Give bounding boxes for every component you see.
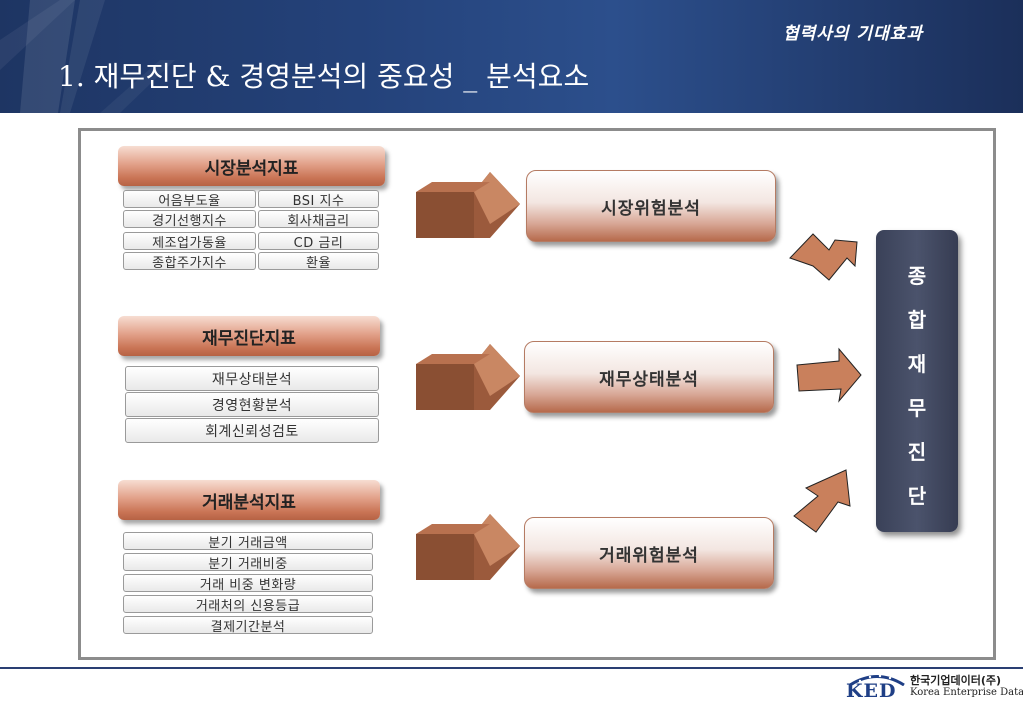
comprehensive-financial-diagnosis-box: 종 합 재 무 진 단 [876,230,958,532]
diagonal-down-arrow-icon [789,233,858,281]
market-risk-analysis-box: 시장위험분석 [526,170,776,242]
indicator-cell: 종합주가지수 [123,252,256,271]
indicator-cell: 제조업가동율 [123,232,256,251]
indicator-cell: 분기 거래비중 [123,553,373,572]
indicator-cell: CD 금리 [258,232,379,251]
final-box-char: 재 [907,352,927,376]
header-subtitle: 협력사의 기대효과 [782,24,923,44]
indicator-cell: 거래처의 신용등급 [123,595,373,614]
footer-divider [0,667,1023,669]
indicator-cell: 결제기간분석 [123,616,373,635]
company-logo: KED 한국기업데이터(주) Korea Enterprise Data [846,672,1023,704]
indicator-cell: BSI 지수 [258,190,379,209]
header-banner: 협력사의 기대효과 1. 재무진단 & 경영분석의 중요성 _ 분석요소 [0,0,1023,113]
indicator-cell: 어음부도율 [123,190,256,209]
right-arrow-icon [416,514,520,580]
trade-indicators-header: 거래분석지표 [118,480,380,520]
final-box-char: 진 [907,440,927,464]
company-name-ko: 한국기업데이터(주) [910,674,1002,687]
indicator-cell: 거래 비중 변화량 [123,574,373,593]
indicator-cell: 경기선행지수 [123,210,256,229]
final-box-char: 합 [907,308,927,332]
financial-status-analysis-box: 재무상태분석 [524,341,774,413]
right-arrow-icon [796,347,862,403]
market-indicators-header: 시장분석지표 [118,146,385,186]
logo-mark: KED [846,680,897,702]
final-box-char: 무 [907,396,927,420]
indicator-cell: 재무상태분석 [125,366,379,391]
indicator-cell: 회계신뢰성검토 [125,418,379,443]
indicator-cell: 경영현황분석 [125,392,379,417]
header-decoration [0,0,175,113]
indicator-cell: 회사채금리 [258,210,379,229]
final-box-char: 종 [907,264,927,288]
indicator-cell: 환율 [258,252,379,271]
diagonal-up-arrow-icon [793,469,851,533]
trade-risk-analysis-box: 거래위험분석 [524,517,774,589]
page-title: 1. 재무진단 & 경영분석의 중요성 _ 분석요소 [58,60,590,93]
right-arrow-icon [416,172,520,238]
indicator-cell: 분기 거래금액 [123,532,373,551]
logo-arc-icon [849,674,905,686]
company-name-en: Korea Enterprise Data [910,687,1023,698]
final-box-char: 단 [907,484,927,508]
right-arrow-icon [416,344,520,410]
financial-indicators-header: 재무진단지표 [118,316,380,356]
